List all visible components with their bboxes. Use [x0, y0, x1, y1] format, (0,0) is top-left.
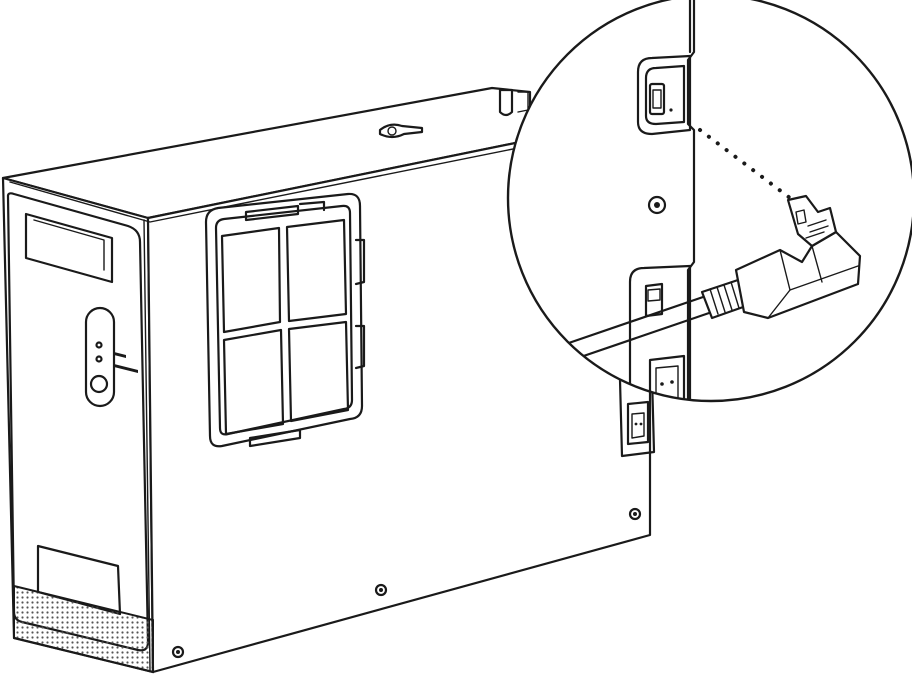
window-pane-top-left	[220, 226, 282, 334]
window-pane-top-right	[285, 218, 348, 323]
usb-b-plug-head	[786, 194, 838, 248]
insertion-guide-line	[698, 128, 792, 200]
vent-mesh-base	[13, 584, 154, 674]
window-pane-bottom-right	[287, 320, 350, 423]
usb-b-plug[interactable]	[734, 230, 862, 320]
door-handle-slot	[24, 212, 114, 284]
callout-screw	[647, 195, 667, 215]
side-window-frame	[204, 192, 364, 448]
usb-cable	[559, 294, 707, 348]
power-switch[interactable]	[644, 282, 664, 318]
screw	[628, 507, 642, 521]
connection-callout	[506, 0, 912, 403]
power-inlet	[626, 400, 650, 446]
usb-b-socket	[648, 82, 666, 116]
usb-port-recess	[636, 54, 692, 136]
screw	[171, 645, 185, 659]
power-button[interactable]	[89, 374, 109, 394]
status-indicator-pod	[84, 306, 116, 408]
screw	[374, 583, 388, 597]
top-rear-post	[498, 88, 514, 117]
callout-power-inlet	[648, 354, 686, 401]
window-pane-bottom-left	[222, 328, 285, 436]
callout-circle	[506, 0, 912, 403]
status-led-top	[95, 341, 103, 349]
status-led-bottom	[95, 355, 103, 363]
top-lock	[378, 123, 424, 139]
lower-port-recess	[628, 264, 692, 401]
